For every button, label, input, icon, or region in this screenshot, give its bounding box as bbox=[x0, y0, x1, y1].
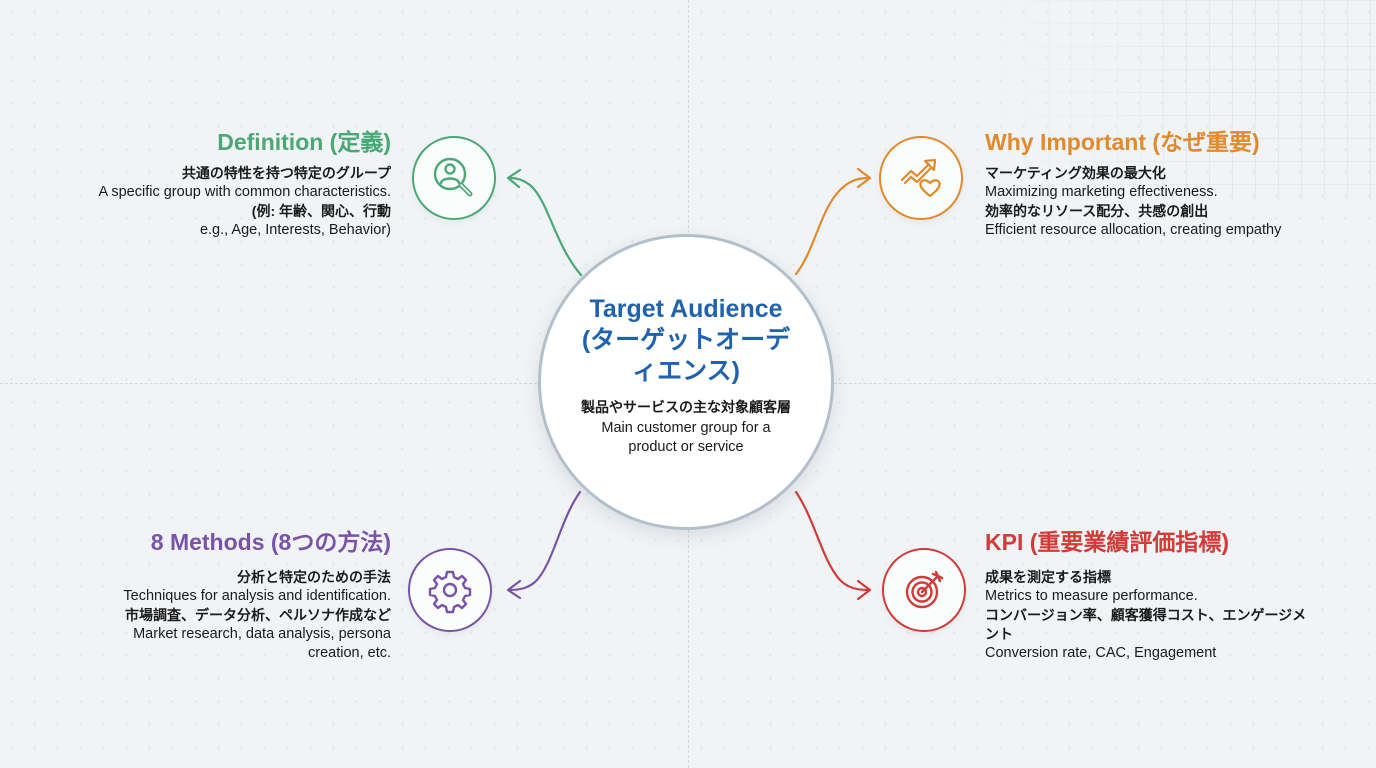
definition-heading: Definition (定義) bbox=[217, 129, 391, 155]
arrow-to-kpi bbox=[794, 490, 871, 592]
kpi-heading: KPI (重要業績評価指標) bbox=[985, 529, 1230, 555]
methods-line2-en: Market research, data analysis, persona … bbox=[133, 626, 391, 661]
why-line1-en: Maximizing marketing effectiveness. bbox=[985, 184, 1218, 200]
why-line2-en: Efficient resource allocation, creating … bbox=[985, 222, 1282, 238]
kpi-icon-circle bbox=[882, 548, 966, 632]
methods-heading: 8 Methods (8つの方法) bbox=[150, 529, 391, 555]
definition-line1-en: A specific group with common characteris… bbox=[98, 184, 391, 200]
gear-icon bbox=[428, 570, 472, 614]
definition-line2-jp: (例: 年齢、関心、行動 bbox=[251, 203, 391, 219]
methods-line1-jp: 分析と特定のための手法 bbox=[237, 569, 391, 585]
arrow-to-methods bbox=[507, 490, 582, 592]
kpi-line1-en: Metrics to measure performance. bbox=[985, 588, 1198, 604]
target-icon bbox=[905, 570, 944, 609]
kpi-block: KPI (重要業績評価指標) 成果を測定する指標 Metrics to meas… bbox=[985, 528, 1315, 663]
user-search-icon bbox=[433, 157, 473, 197]
methods-icon-circle bbox=[408, 548, 492, 632]
methods-line1-en: Techniques for analysis and identificati… bbox=[123, 588, 391, 604]
center-title: Target Audience (ターゲットオーディエンス) bbox=[581, 294, 791, 385]
definition-icon-circle bbox=[412, 136, 496, 220]
kpi-line2-en: Conversion rate, CAC, Engagement bbox=[985, 645, 1217, 661]
trend-heart-icon bbox=[900, 158, 941, 198]
center-hub-target-audience: Target Audience (ターゲットオーディエンス) 製品やサービスの主… bbox=[538, 234, 834, 530]
definition-block: Definition (定義) 共通の特性を持つ特定のグループ A specif… bbox=[31, 128, 391, 240]
center-subtitle-jp: 製品やサービスの主な対象顧客層 bbox=[581, 398, 791, 415]
kpi-line1-jp: 成果を測定する指標 bbox=[985, 569, 1111, 585]
why-heading: Why Important (なぜ重要) bbox=[985, 129, 1260, 155]
arrow-to-definition bbox=[507, 176, 583, 277]
methods-block: 8 Methods (8つの方法) 分析と特定のための手法 Techniques… bbox=[31, 528, 391, 663]
definition-line1-jp: 共通の特性を持つ特定のグループ bbox=[181, 165, 391, 181]
why-block: Why Important (なぜ重要) マーケティング効果の最大化 Maxim… bbox=[985, 128, 1345, 240]
definition-line2-en: e.g., Age, Interests, Behavior) bbox=[199, 222, 391, 238]
arrow-to-why bbox=[794, 176, 871, 276]
why-line2-jp: 効率的なリソース配分、共感の創出 bbox=[985, 203, 1209, 219]
why-line1-jp: マーケティング効果の最大化 bbox=[985, 165, 1166, 181]
background-grid-pattern bbox=[956, 0, 1376, 200]
kpi-line2-jp: コンバージョン率、顧客獲得コスト、エンゲージメント bbox=[985, 607, 1307, 642]
why-icon-circle bbox=[879, 136, 963, 220]
center-subtitle-en: Main customer group for a product or ser… bbox=[601, 419, 771, 455]
methods-line2-jp: 市場調査、データ分析、ペルソナ作成など bbox=[125, 607, 391, 623]
